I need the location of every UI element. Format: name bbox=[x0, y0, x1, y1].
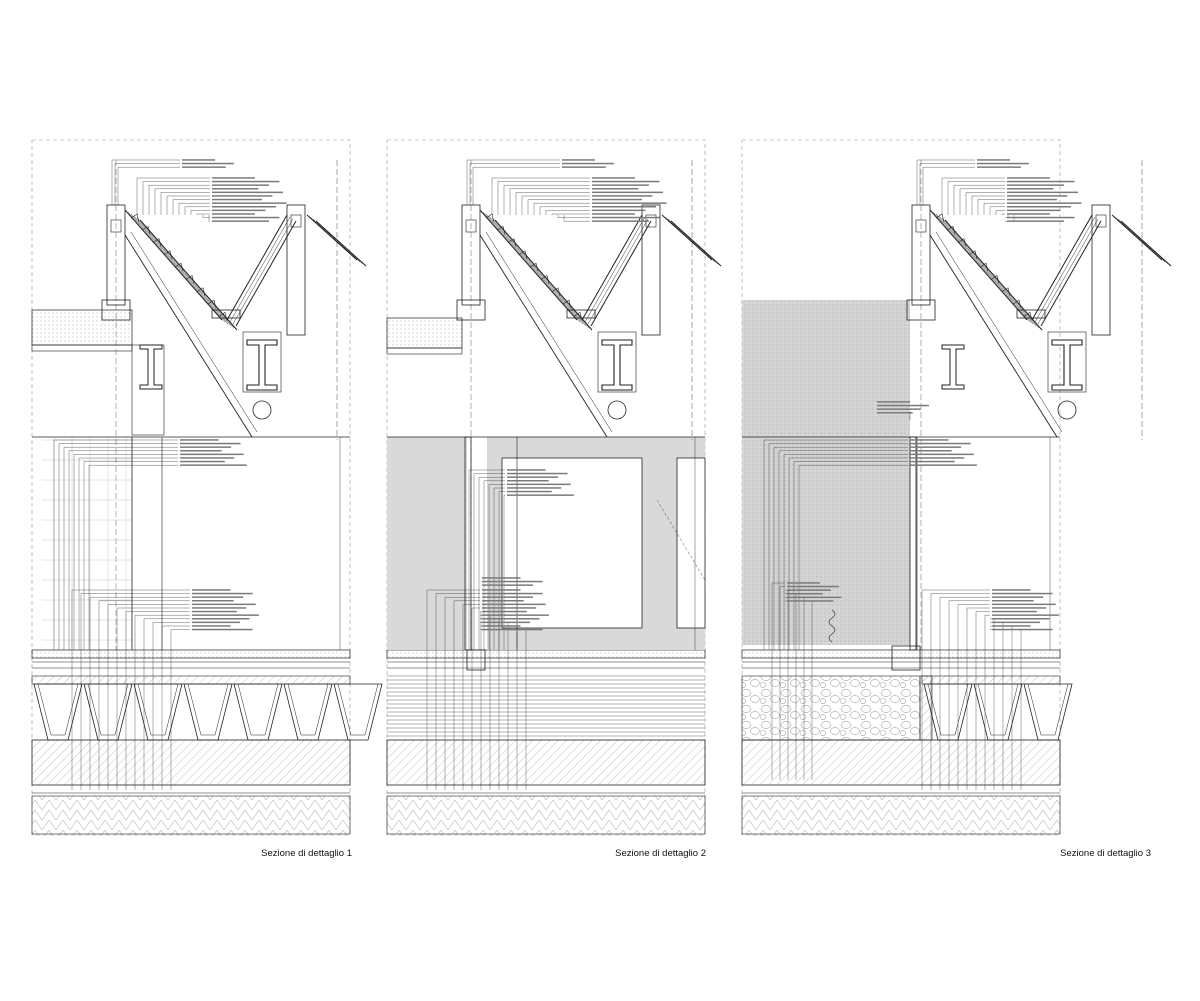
annotation-notes bbox=[53, 159, 287, 790]
concrete-slab bbox=[31, 739, 351, 786]
right-parapet bbox=[286, 204, 306, 336]
steel-i-beam bbox=[601, 339, 633, 391]
roof-assembly bbox=[906, 160, 1172, 650]
right-parapet bbox=[641, 204, 661, 336]
round-pipe bbox=[252, 400, 272, 420]
steel-i-beam bbox=[246, 339, 278, 391]
round-pipe bbox=[1057, 400, 1077, 420]
soil-layer bbox=[741, 795, 1061, 835]
steel-i-beam-left bbox=[941, 344, 965, 390]
white-window-opening-right bbox=[676, 457, 706, 629]
gravel-fill bbox=[741, 675, 921, 741]
upper-floor-slab bbox=[386, 317, 463, 349]
annotation-notes bbox=[763, 159, 1082, 790]
facade-profile bbox=[909, 436, 917, 651]
floor-finish-layer bbox=[741, 649, 1061, 659]
floor-finish-layer bbox=[31, 649, 351, 659]
vault-formwork bbox=[921, 675, 1073, 741]
annotation-notes bbox=[426, 159, 667, 790]
dashed-frame bbox=[31, 139, 351, 836]
soil-layer bbox=[386, 795, 706, 835]
dashed-frame bbox=[741, 139, 1061, 836]
caption-section-2: Sezione di dettaglio 2 bbox=[615, 848, 706, 859]
roof-assembly bbox=[456, 160, 722, 650]
drain-spring bbox=[828, 609, 836, 643]
floor-finish-layer bbox=[386, 649, 706, 659]
valley-gutter bbox=[566, 309, 596, 319]
threshold-detail bbox=[466, 649, 486, 671]
glazing-grid bbox=[42, 437, 132, 647]
concrete-slab bbox=[386, 739, 706, 786]
caption-section-1: Sezione di dettaglio 1 bbox=[261, 848, 352, 859]
detail-section-3 bbox=[741, 139, 1172, 836]
upper-floor-slab bbox=[31, 309, 133, 346]
vault-formwork bbox=[387, 675, 705, 737]
retaining-wall bbox=[919, 675, 933, 741]
detail-section-2 bbox=[386, 139, 722, 836]
detail-section-1 bbox=[31, 139, 383, 836]
round-pipe bbox=[607, 400, 627, 420]
white-window-opening bbox=[501, 457, 643, 629]
vault-formwork bbox=[31, 675, 383, 741]
valley-gutter bbox=[211, 309, 241, 319]
valley-gutter bbox=[1016, 309, 1046, 319]
concrete-slab bbox=[741, 739, 1061, 786]
roof-assembly bbox=[101, 160, 367, 650]
steel-i-beam-left bbox=[139, 344, 163, 390]
right-parapet bbox=[1091, 204, 1111, 336]
drain-channel bbox=[891, 645, 921, 671]
caption-section-3: Sezione di dettaglio 3 bbox=[1060, 848, 1151, 859]
soil-layer bbox=[31, 795, 351, 835]
steel-i-beam bbox=[1051, 339, 1083, 391]
